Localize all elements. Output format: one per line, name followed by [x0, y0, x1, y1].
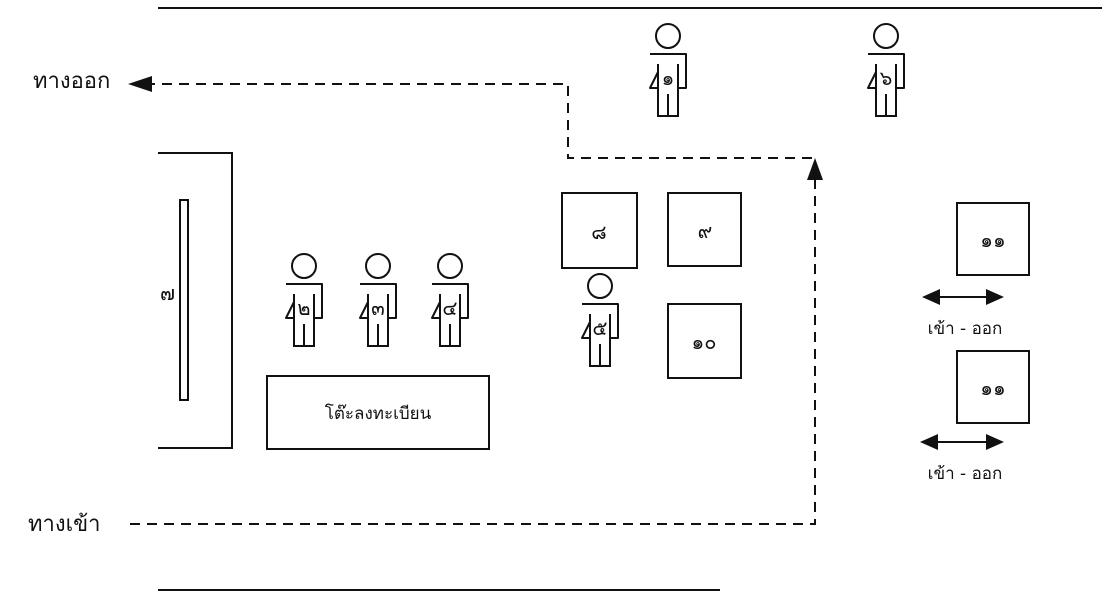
person-one: ๑	[649, 23, 687, 117]
registration-desk-label: โต๊ะลงทะเบียน	[325, 403, 432, 424]
person-four-label: ๔	[442, 296, 457, 320]
registration-desk	[266, 375, 490, 450]
entrance-label: ทางเข้า	[28, 512, 101, 537]
box-seven	[158, 152, 233, 449]
in-out-label-b: เข้า - ออก	[928, 464, 1003, 484]
person-six: ๖	[867, 23, 905, 117]
person-two-label: ๒	[297, 296, 310, 320]
in-out-label-a: เข้า - ออก	[928, 319, 1003, 339]
box-eleven-b	[956, 350, 1030, 424]
box-nine	[667, 192, 742, 267]
box-ten-label: ๑๐	[692, 330, 717, 354]
box-eight-label: ๘	[591, 220, 606, 244]
person-four: ๔	[431, 253, 469, 347]
person-three-label: ๓	[371, 296, 385, 320]
box-seven-bar	[179, 199, 189, 401]
box-ten	[667, 303, 742, 379]
exit-path	[150, 83, 812, 159]
exit-arrow-left	[128, 76, 152, 92]
person-one-label: ๑	[662, 66, 675, 90]
person-five: ๕	[581, 273, 619, 367]
double-arrow-icon	[920, 434, 1004, 450]
person-five-label: ๕	[592, 316, 607, 340]
exit-label: ทางออก	[33, 69, 110, 94]
box-nine-label: ๙	[698, 219, 713, 243]
box-eleven-b-label: ๑๑	[980, 376, 1005, 400]
entry-path	[130, 178, 816, 525]
box-eight	[561, 192, 638, 269]
path-arrow-up	[807, 158, 823, 180]
person-two: ๒	[285, 253, 323, 347]
box-eleven-a	[956, 202, 1030, 276]
person-three: ๓	[359, 253, 397, 347]
person-six-label: ๖	[880, 66, 893, 90]
box-eleven-a-label: ๑๑	[980, 228, 1005, 252]
box-seven-label: ๗	[160, 281, 175, 305]
double-arrow-icon	[922, 289, 1004, 305]
